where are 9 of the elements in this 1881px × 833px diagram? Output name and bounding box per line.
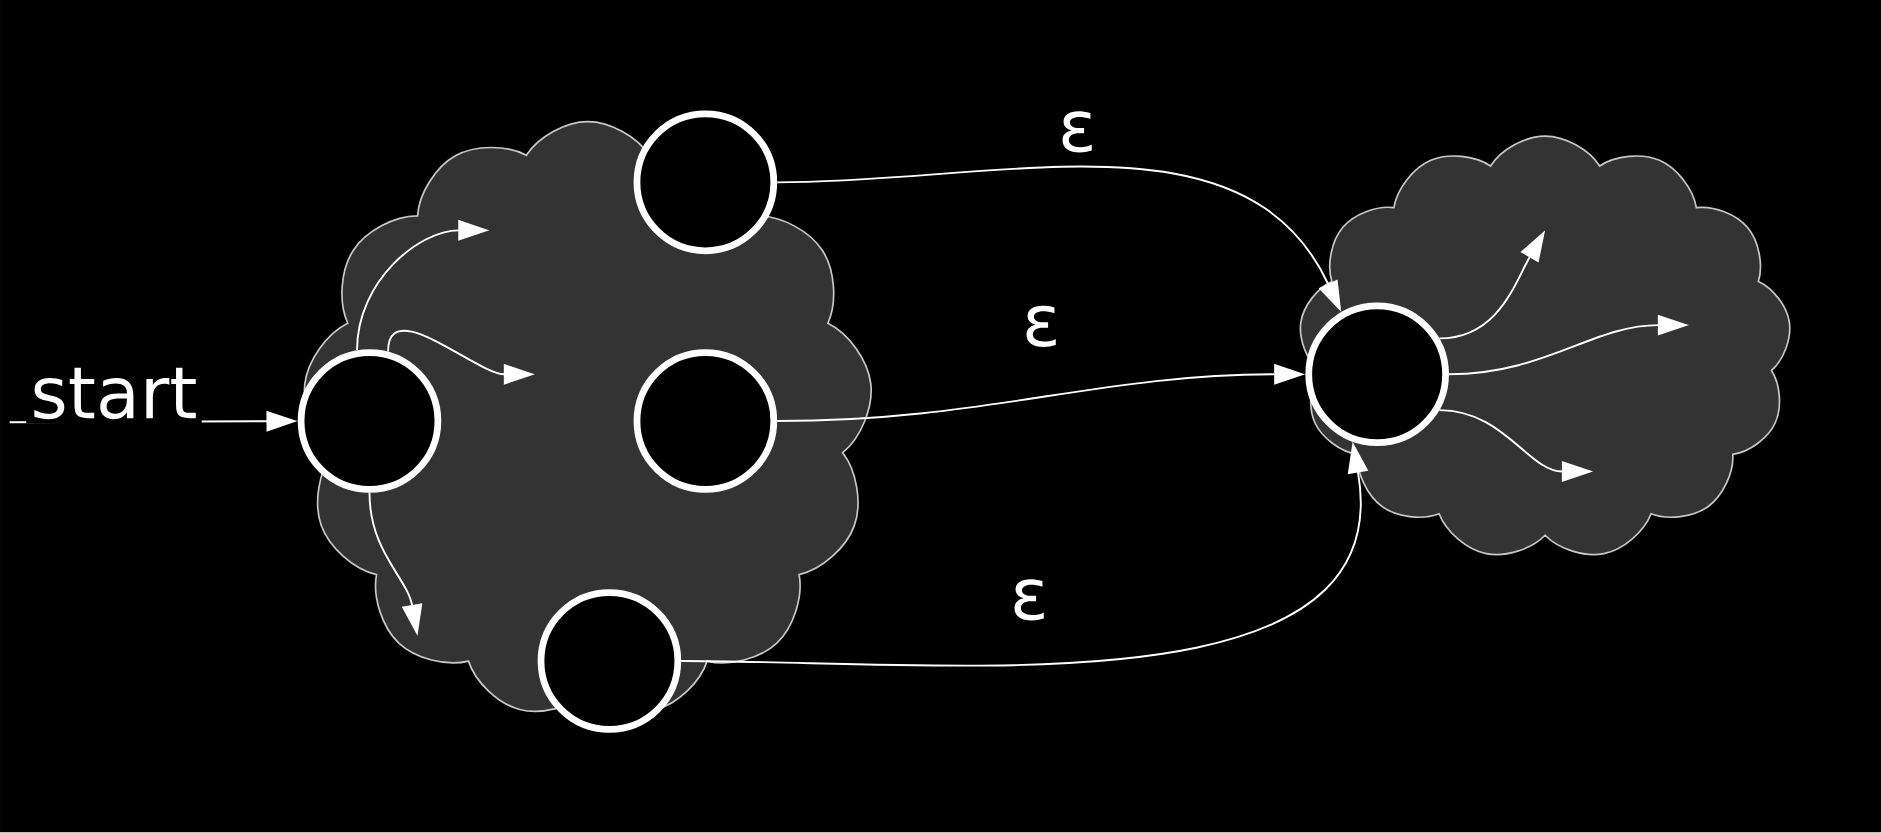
state-circle xyxy=(297,349,442,494)
edge-label: ε xyxy=(1053,107,1101,157)
state-circle xyxy=(1305,302,1449,447)
state-circle xyxy=(633,110,778,255)
state-circle xyxy=(537,589,682,733)
state-circle xyxy=(633,349,778,494)
edge-label: ε xyxy=(1017,301,1065,352)
edge-label: start xyxy=(26,363,202,424)
edge-label: ε xyxy=(1005,575,1053,625)
